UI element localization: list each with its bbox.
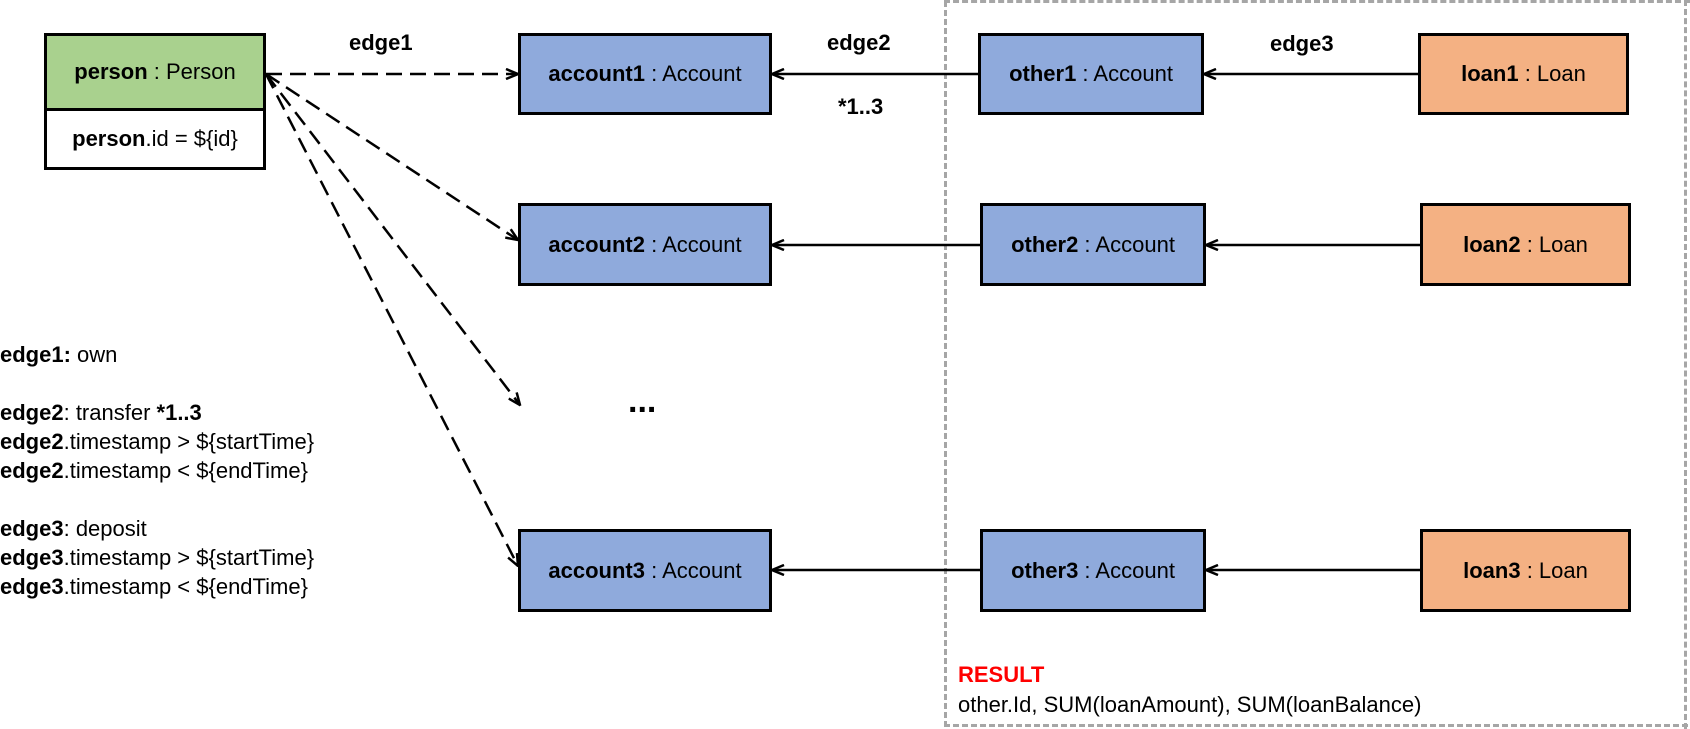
loan1-name: loan1 — [1461, 61, 1519, 86]
result-region — [944, 1, 1688, 727]
account1-type: : Account — [644, 61, 742, 86]
edge2-multiplicity-label: *1..3 — [838, 94, 884, 119]
other1-name: other1 — [1009, 61, 1077, 86]
account3-name: account3 — [548, 557, 645, 583]
loan2-name: loan2 — [1463, 231, 1521, 257]
edge1-label: edge1 — [349, 30, 413, 55]
legend-edge1: edge1: own — [0, 342, 118, 367]
legend-edge2: edge2: transfer *1..3 — [0, 400, 202, 425]
loan3-name: loan3 — [1463, 557, 1521, 583]
edge3-label: edge3 — [1270, 31, 1334, 56]
ellipsis: ... — [628, 382, 657, 420]
loan1-node: loan1 : Loan — [1418, 33, 1629, 115]
edge2-label: edge2 — [827, 30, 891, 55]
other3-node: other3 : Account — [980, 529, 1206, 612]
other3-name: other3 — [1011, 557, 1079, 583]
person-condition-text: .id = ${id} — [145, 126, 238, 151]
legend-edge3-end: edge3.timestamp < ${endTime} — [0, 574, 308, 599]
loan1-type: : Loan — [1518, 61, 1586, 86]
other1-type: : Account — [1076, 61, 1173, 86]
other2-name: other2 — [1011, 231, 1079, 257]
account3-type: : Account — [644, 557, 742, 583]
other3-type: : Account — [1078, 557, 1175, 583]
person-node: person : Person — [44, 33, 266, 111]
person-node-name: person — [74, 59, 148, 84]
account2-type: : Account — [644, 231, 742, 257]
other2-type: : Account — [1078, 231, 1175, 257]
edge1-person-account2 — [265, 72, 518, 240]
account3-node: account3 : Account — [518, 529, 772, 612]
person-node-type: : Person — [147, 59, 236, 84]
edge1-person-account3 — [264, 73, 518, 566]
loan3-node: loan3 : Loan — [1420, 529, 1631, 612]
loan2-node: loan2 : Loan — [1420, 203, 1631, 286]
legend-edge2-end: edge2.timestamp < ${endTime} — [0, 458, 308, 483]
legend-edge3: edge3: deposit — [0, 516, 147, 541]
account1-node: account1 : Account — [518, 33, 772, 115]
result-expression: other.Id, SUM(loanAmount), SUM(loanBalan… — [958, 692, 1422, 717]
edge-legend: edge1: own edge2: transfer *1..3 edge2.t… — [0, 340, 314, 601]
loan2-type: : Loan — [1520, 231, 1588, 257]
account2-name: account2 — [548, 231, 645, 257]
edge1-person-ellipsis — [265, 73, 520, 405]
legend-edge3-start: edge3.timestamp > ${startTime} — [0, 545, 315, 570]
loan3-type: : Loan — [1520, 557, 1588, 583]
account2-node: account2 : Account — [518, 203, 772, 286]
person-condition-node: person.id = ${id} — [44, 108, 266, 170]
other1-node: other1 : Account — [978, 33, 1204, 115]
result-region-right-border — [1684, 0, 1687, 729]
legend-edge2-start: edge2.timestamp > ${startTime} — [0, 429, 315, 454]
account1-name: account1 — [548, 61, 645, 86]
result-title: RESULT — [958, 662, 1045, 687]
result-region-top-border — [944, 0, 1690, 3]
person-condition-name: person — [72, 126, 146, 151]
other2-node: other2 : Account — [980, 203, 1206, 286]
